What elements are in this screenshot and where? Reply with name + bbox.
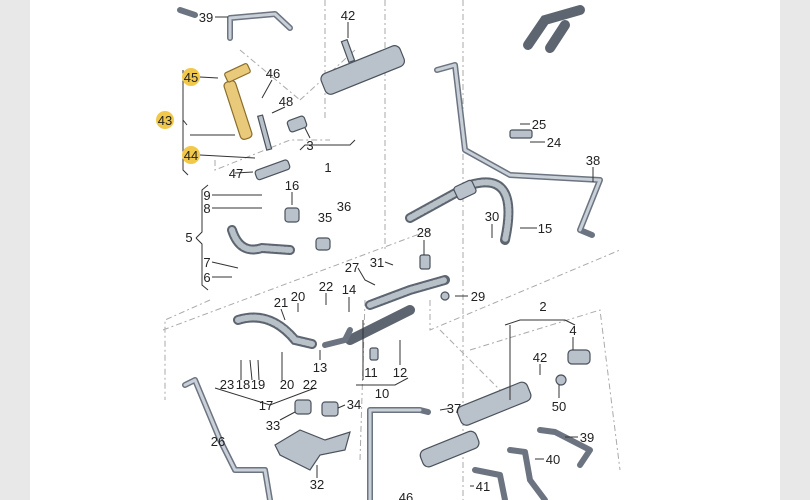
right-margin-bar: [780, 0, 810, 500]
part-label: 23: [220, 377, 234, 392]
part-label: 29: [471, 289, 485, 304]
part-label: 42: [341, 8, 355, 23]
part-label: 27: [345, 260, 359, 275]
part-label: 9: [203, 188, 210, 203]
callout-44-badge: [182, 146, 200, 164]
part-label: 35: [318, 210, 332, 225]
part-label: 14: [342, 282, 356, 297]
part-label: 22: [303, 377, 317, 392]
part-label: 15: [538, 221, 552, 236]
part-label: 22: [319, 279, 333, 294]
parts: [223, 38, 591, 471]
part-label: 21: [274, 295, 288, 310]
part-label: 37: [447, 401, 461, 416]
part-label: 4: [569, 323, 576, 338]
part-label: 25: [532, 117, 546, 132]
part-label: 47: [229, 166, 243, 181]
highlighted-callouts: 45 43 44: [156, 68, 256, 176]
part-label: 5: [185, 230, 192, 245]
part-label: 18: [236, 377, 250, 392]
part-label: 48: [279, 94, 293, 109]
part-label: 32: [310, 477, 324, 492]
part-label: 40: [546, 452, 560, 467]
part-label: 19: [251, 377, 265, 392]
part-label: 41: [476, 479, 490, 494]
part-label: 33: [266, 418, 280, 433]
part-label: 50: [552, 399, 566, 414]
part-label: 39: [580, 430, 594, 445]
part-label: 36: [337, 199, 351, 214]
part-label: 46: [399, 490, 413, 500]
callout-45-badge: [182, 68, 200, 86]
part-label: 28: [417, 225, 431, 240]
left-margin-bar: [0, 0, 30, 500]
part-label: 39: [199, 10, 213, 25]
part-label: 31: [370, 255, 384, 270]
part-label: 11: [364, 365, 378, 380]
part-label: 20: [280, 377, 294, 392]
part-label: 26: [211, 434, 225, 449]
part-label: 30: [485, 209, 499, 224]
part-label: 1: [324, 160, 331, 175]
callout-43: 43: [158, 113, 172, 128]
part-label: 42: [533, 350, 547, 365]
part-label: 12: [393, 365, 407, 380]
part-label: 7: [203, 255, 210, 270]
part-label: 6: [203, 270, 210, 285]
part-label: 16: [285, 178, 299, 193]
part-label: 46: [266, 66, 280, 81]
part-label: 13: [313, 360, 327, 375]
pipes: [177, 5, 603, 500]
part-label: 17: [259, 398, 273, 413]
part-label: 20: [291, 289, 305, 304]
part-labels: 39 42 46 48 3 1 47 16 9 8 35 36 5 7 6 28…: [185, 8, 600, 500]
callout-43-badge: [156, 111, 174, 129]
leader-lines: [195, 16, 594, 487]
part-label: 3: [306, 138, 313, 153]
part-label: 2: [539, 299, 546, 314]
callout-44: 44: [184, 148, 198, 163]
part-label: 24: [547, 135, 561, 150]
part-label: 38: [586, 153, 600, 168]
part-label: 10: [375, 386, 389, 401]
callout-45: 45: [184, 70, 198, 85]
part-label: 34: [347, 397, 361, 412]
part-label: 8: [203, 201, 210, 216]
